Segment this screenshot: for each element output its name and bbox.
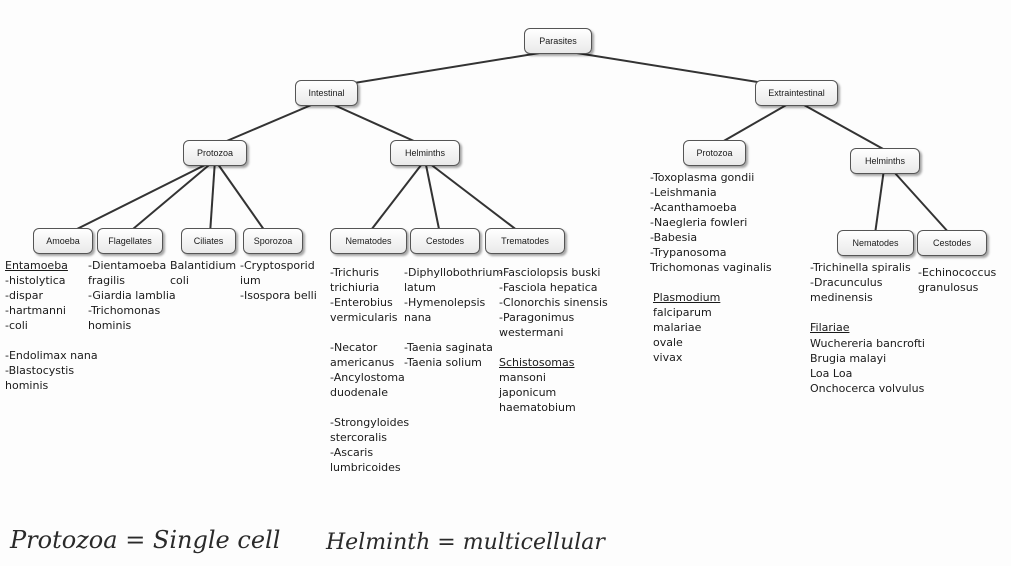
intestinal-nematodes-list: -Trichuris trichiuria -Enterobius vermic…	[330, 266, 410, 474]
node-parasites: Parasites	[524, 28, 592, 54]
node-intestinal-protozoa: Protozoa	[183, 140, 247, 166]
node-amoeba: Amoeba	[33, 228, 93, 254]
node-extraintestinal-cestodes: Cestodes	[917, 230, 987, 256]
node-ciliates: Ciliates	[181, 228, 236, 254]
plasmodium-list: falciparum malariae ovale vivax	[653, 306, 712, 364]
extraintestinal-cestodes-list: -Echinococcus granulosus	[918, 266, 997, 294]
ciliates-list: Balantidium coli	[170, 259, 237, 287]
node-intestinal-helminths: Helminths	[390, 140, 460, 166]
trematodes-list: -Fasciolopsis buski -Fasciola hepatica -…	[499, 266, 608, 339]
node-extraintestinal: Extraintestinal	[755, 80, 838, 106]
filariae-list: Wuchereria bancrofti Brugia malayi Loa L…	[810, 337, 925, 395]
node-extraintestinal-helminths: Helminths	[850, 148, 920, 174]
flagellates-list: -Dientamoeba fragilis -Giardia lamblia -…	[88, 259, 176, 332]
node-trematodes: Trematodes	[485, 228, 565, 254]
note-helminth-multicellular: Helminth = multicellular	[326, 530, 605, 555]
node-extraintestinal-nematodes: Nematodes	[837, 230, 914, 256]
node-intestinal: Intestinal	[295, 80, 358, 106]
node-sporozoa: Sporozoa	[243, 228, 303, 254]
node-extraintestinal-protozoa: Protozoa	[683, 140, 746, 166]
plasmodium-heading: Plasmodium	[653, 291, 721, 304]
node-intestinal-cestodes: Cestodes	[410, 228, 480, 254]
node-flagellates: Flagellates	[97, 228, 163, 254]
note-protozoa-single-cell: Protozoa = Single cell	[10, 526, 281, 554]
node-intestinal-nematodes: Nematodes	[330, 228, 407, 254]
extraintestinal-nematodes-list: -Trichinella spiralis -Dracunculus medin…	[810, 261, 911, 304]
filariae-heading: Filariae	[810, 321, 850, 334]
schistosomas-list: mansoni japonicum haematobium	[499, 371, 576, 414]
intestinal-cestodes-list: -Diphyllobothrium latum -Hymenolepsis na…	[404, 266, 504, 369]
extraintestinal-protozoa-list: -Toxoplasma gondii -Leishmania -Acantham…	[650, 171, 772, 274]
amoeba-heading: Entamoeba	[5, 259, 68, 272]
schistosomas-heading: Schistosomas	[499, 356, 575, 369]
sporozoa-list: -Cryptosporid ium -Isospora belli	[240, 259, 317, 302]
amoeba-list: -histolytica -dispar -hartmanni -coli -E…	[5, 274, 98, 392]
